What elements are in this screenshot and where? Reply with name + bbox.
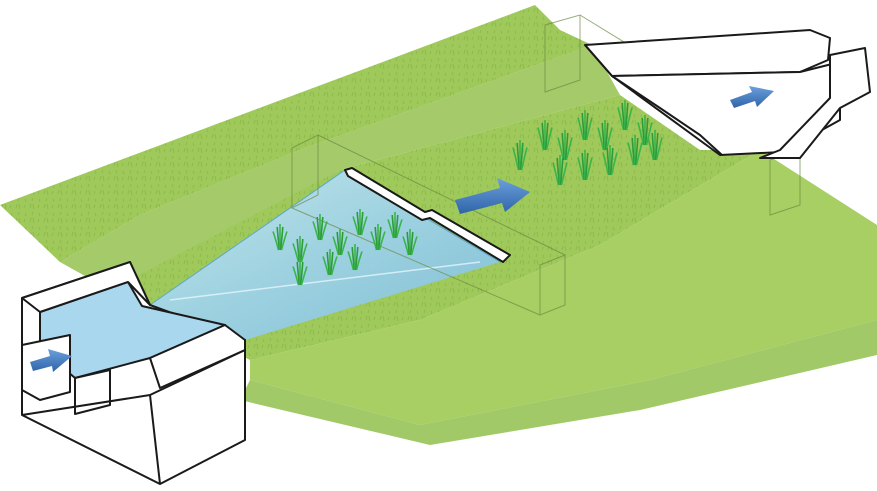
front-embankment-lower [240, 320, 877, 445]
reed-clump [312, 214, 328, 241]
weir-wall [344, 167, 511, 263]
outlet-structure [584, 29, 871, 159]
forebay-waterline [169, 261, 481, 301]
reed-clump [332, 229, 348, 256]
reed-clump [647, 130, 663, 161]
back-embankment [0, 5, 592, 262]
reed-clump [322, 249, 338, 276]
back-embankment-shade [60, 45, 620, 290]
reed-clump [272, 224, 288, 251]
reed-clump [292, 259, 308, 286]
inlet-flow-arrow [30, 349, 72, 372]
reed-clump [617, 99, 633, 131]
reed-clump [577, 150, 593, 181]
reed-clump [347, 244, 363, 271]
reed-clump [402, 229, 418, 256]
outlet-flow-arrow [730, 86, 774, 108]
inlet-structure [21, 261, 246, 485]
reed-plantings [272, 99, 663, 286]
reed-clump [557, 130, 573, 161]
reed-clump [602, 145, 618, 176]
reed-clump [387, 212, 403, 239]
reed-clump [352, 209, 368, 236]
reed-clump [627, 135, 643, 166]
wetland-flow-arrow [455, 178, 530, 214]
front-embankment [250, 150, 877, 425]
reed-clump [637, 115, 653, 146]
reed-clump [577, 110, 593, 141]
reed-clump [537, 120, 553, 151]
reed-clump [370, 224, 386, 251]
reed-clump [552, 155, 568, 186]
reed-clump [512, 140, 528, 171]
reed-clump [597, 119, 613, 151]
